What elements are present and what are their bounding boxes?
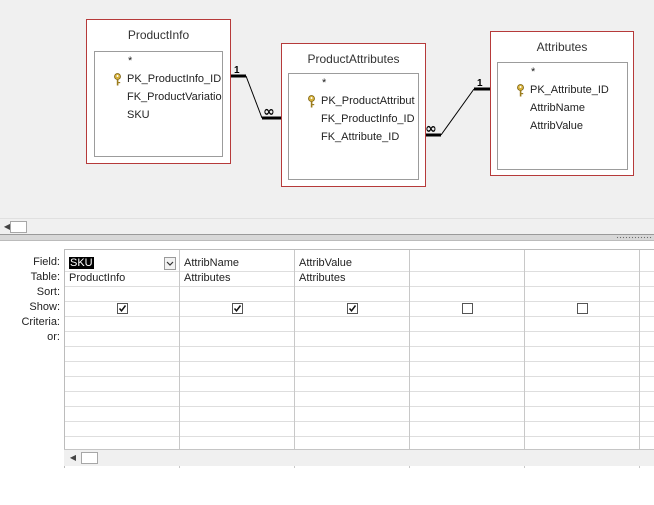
field-all[interactable]: * (531, 66, 536, 78)
query-design-pane[interactable]: 1 ∞ ∞ 1 ProductInfo * PK_ProductInfo_ID … (0, 0, 654, 218)
relationship-line-2 (440, 88, 475, 136)
scroll-left-arrow-icon[interactable]: ◀ (3, 222, 11, 231)
grid-column-5[interactable] (525, 250, 640, 468)
checkmark-icon (118, 305, 127, 312)
field-sku[interactable]: SKU (127, 109, 150, 121)
grid-row-line (65, 346, 654, 347)
row-label-sort: Sort: (36, 286, 60, 298)
grid-column-2[interactable]: AttribName Attributes (180, 250, 295, 468)
show-checkbox[interactable] (577, 303, 588, 314)
field-fk-productvariation[interactable]: FK_ProductVariatio (127, 91, 222, 103)
checkmark-icon (348, 305, 357, 312)
table-attributes[interactable]: Attributes * PK_Attribute_ID AttribName … (490, 31, 634, 176)
relationship-line-1 (245, 75, 263, 119)
splitter-grip-icon[interactable] (616, 236, 652, 239)
table-productinfo[interactable]: ProductInfo * PK_ProductInfo_ID FK_Produ… (86, 19, 231, 164)
scroll-left-arrow-icon[interactable]: ◀ (69, 453, 77, 462)
chevron-down-icon[interactable] (164, 257, 176, 270)
relationship-1-one-label: 1 (234, 65, 240, 76)
checkmark-icon (233, 305, 242, 312)
table-productattributes[interactable]: ProductAttributes * PK_ProductAttribut F… (281, 43, 426, 187)
relationship-2-one-label: 1 (477, 78, 483, 89)
row-label-show: Show: (29, 301, 60, 313)
grid-row-line (65, 331, 654, 332)
field-cell[interactable]: AttribName (184, 257, 240, 269)
grid-row-line (65, 286, 654, 287)
grid-scrollbar[interactable]: ◀ (64, 449, 654, 466)
grid-body[interactable]: SKU ProductInfo AttribName Attributes At… (64, 249, 654, 468)
relationship-lines: 1 ∞ ∞ 1 (229, 65, 490, 137)
table-title: ProductAttributes (307, 52, 400, 66)
grid-row-line (65, 301, 654, 302)
relationship-1-many-label: ∞ (263, 104, 275, 120)
show-checkbox[interactable] (232, 303, 243, 314)
key-icon (517, 84, 524, 97)
key-icon (114, 73, 121, 86)
field-pk-productattribute[interactable]: PK_ProductAttribut (307, 92, 415, 110)
field-all[interactable]: * (128, 55, 133, 67)
table-cell[interactable]: ProductInfo (69, 272, 126, 284)
pane-splitter[interactable] (0, 234, 654, 241)
field-list[interactable]: * PK_ProductInfo_ID FK_ProductVariatio S… (94, 51, 223, 157)
grid-column-3[interactable]: AttribValue Attributes (295, 250, 410, 468)
field-pk-attribute-id[interactable]: PK_Attribute_ID (516, 81, 609, 99)
table-cell[interactable]: Attributes (299, 272, 346, 284)
field-all[interactable]: * (322, 77, 327, 89)
field-label: PK_Attribute_ID (530, 84, 609, 96)
row-label-or: or: (47, 331, 60, 343)
grid-row-line (65, 436, 654, 437)
grid-row-line (65, 271, 654, 272)
show-checkbox[interactable] (347, 303, 358, 314)
scrollbar-thumb[interactable] (10, 221, 27, 233)
table-cell[interactable]: Attributes (184, 272, 231, 284)
relationship-2-many-label: ∞ (425, 121, 437, 137)
grid-row-line (65, 361, 654, 362)
key-icon (308, 95, 315, 108)
field-label: PK_ProductInfo_ID (127, 73, 222, 85)
scrollbar-thumb[interactable] (81, 452, 98, 464)
table-title: ProductInfo (127, 28, 190, 42)
field-cell[interactable]: SKU (69, 256, 94, 271)
field-list[interactable]: * PK_Attribute_ID AttribName AttribValue (497, 62, 628, 170)
show-checkbox[interactable] (117, 303, 128, 314)
grid-row-line (65, 391, 654, 392)
field-pk-productinfo-id[interactable]: PK_ProductInfo_ID (113, 70, 221, 88)
row-label-field: Field: (33, 256, 60, 268)
grid-column-4[interactable] (410, 250, 525, 468)
design-pane-scrollbar[interactable]: ◀ (0, 218, 654, 235)
row-label-criteria: Criteria: (21, 316, 60, 328)
field-label: PK_ProductAttribut (321, 95, 415, 107)
field-fk-productinfo-id[interactable]: FK_ProductInfo_ID (321, 113, 415, 125)
field-attribname[interactable]: AttribName (530, 102, 586, 114)
row-label-table: Table: (30, 271, 60, 283)
query-design-grid[interactable]: Field: Table: Sort: Show: Criteria: or: … (0, 241, 654, 505)
show-checkbox[interactable] (462, 303, 473, 314)
field-attribvalue[interactable]: AttribValue (530, 120, 583, 132)
grid-row-line (65, 376, 654, 377)
grid-row-line (65, 316, 654, 317)
field-list[interactable]: * PK_ProductAttribut FK_ProductInfo_ID F… (288, 73, 419, 180)
field-value[interactable]: SKU (69, 257, 94, 269)
field-fk-attribute-id[interactable]: FK_Attribute_ID (321, 131, 400, 143)
grid-row-line (65, 421, 654, 422)
grid-column-6[interactable] (640, 250, 654, 468)
grid-row-line (65, 406, 654, 407)
table-title: Attributes (536, 40, 588, 54)
field-cell[interactable]: AttribValue (299, 257, 352, 269)
grid-column-1[interactable]: SKU ProductInfo (65, 250, 180, 468)
